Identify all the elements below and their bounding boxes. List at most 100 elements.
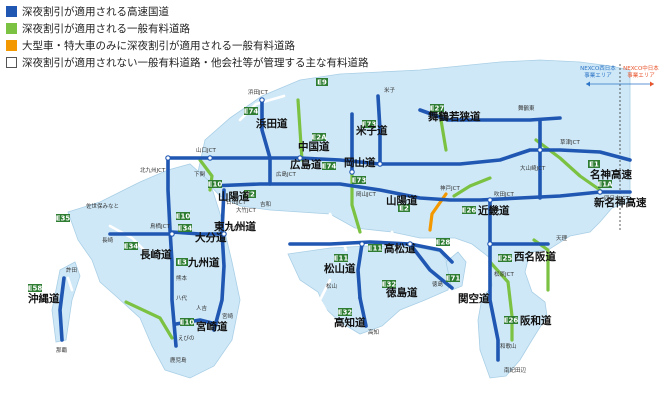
shield-e28: E28 xyxy=(436,238,450,247)
place-label: 舞鶴東 xyxy=(518,104,535,112)
legend-item-large-vehicle: 大型車・特大車のみに深夜割引が適用される一般有料道路 xyxy=(6,38,426,53)
place-label: 松原JCT xyxy=(494,270,514,278)
shield-e58: E58 xyxy=(28,284,42,293)
place-label: 宮崎 xyxy=(222,312,234,320)
shield-e27: E27 xyxy=(430,104,444,113)
place-label: 吹田JCT xyxy=(494,190,514,198)
road-kinki xyxy=(488,198,500,362)
jct-marker xyxy=(297,155,303,161)
place-label: 大竹JCT xyxy=(236,206,256,214)
shield-e2-sanyo: E2 xyxy=(244,190,256,199)
road-white-shikoku-south xyxy=(318,278,332,320)
label-matsuyama: 松山道 xyxy=(324,262,356,275)
road-yonago xyxy=(376,94,382,166)
label-higashikyushu: 東九州道 xyxy=(214,220,256,233)
road-chugoku xyxy=(168,148,632,166)
place-label: 岡山JCT xyxy=(356,190,376,198)
shield-e9: E9 xyxy=(316,78,328,87)
road-white-okinawa xyxy=(66,276,74,292)
shield-e10-north: E10 xyxy=(176,212,190,221)
shield-e1: E1 xyxy=(588,160,600,169)
shield-e71: E71 xyxy=(446,274,460,283)
jct-marker xyxy=(597,189,603,195)
road-shikoku-ew xyxy=(288,240,454,264)
place-label: 広島JCT xyxy=(276,170,296,178)
route-shields: E74 E2 E74 E2A E73 E73 E27 E34 E34 E3 E1… xyxy=(28,78,613,327)
label-kochi: 高知道 xyxy=(334,316,366,329)
jct-marker xyxy=(165,155,171,161)
place-label: 徳島 xyxy=(432,280,444,288)
place-label: 草津JCT xyxy=(560,138,580,146)
place-label: 浜田JCT xyxy=(248,88,268,96)
shield-e3: E3 xyxy=(176,258,188,267)
shield-e11: E11 xyxy=(368,244,382,253)
jct-marker xyxy=(487,197,493,203)
shield-e34-oita: E34 xyxy=(178,224,192,233)
place-label: 大分JCT xyxy=(228,224,248,232)
place-label: 長崎 xyxy=(102,236,114,244)
region-central-sub: 事業エリア xyxy=(627,71,655,79)
road-sanyo xyxy=(208,182,632,202)
jct-marker xyxy=(259,97,265,103)
land-shikoku xyxy=(287,245,453,335)
place-label: 北九州JCT xyxy=(140,166,166,174)
region-central-label: NEXCO中日本 xyxy=(623,64,659,72)
map-legend: 深夜割引が適用される高速国道 深夜割引が適用される一般有料道路 大型車・特大車の… xyxy=(6,4,426,72)
label-okinawa: 沖縄道 xyxy=(28,292,60,305)
label-hiroshima: 広島道 xyxy=(290,158,322,171)
svg-text:E26: E26 xyxy=(462,207,477,215)
legend-swatch-white xyxy=(6,57,17,68)
place-label: 下関 xyxy=(194,171,206,178)
svg-text:E2A: E2A xyxy=(311,134,327,142)
legend-label: 深夜割引が適用されない一般有料道路・他会社等が管理する主な有料道路 xyxy=(22,57,369,69)
road-kochi xyxy=(358,296,368,328)
svg-text:E32: E32 xyxy=(338,309,353,317)
svg-text:E2: E2 xyxy=(399,205,409,213)
place-label: 熊本 xyxy=(176,274,188,282)
jct-marker xyxy=(349,169,355,175)
shield-e11-matsuyama: E11 xyxy=(334,254,348,263)
road-okinawa xyxy=(58,276,66,342)
shield-e26-kinki: E26 xyxy=(462,206,477,215)
road-higashikyushu xyxy=(212,188,226,332)
label-okayama: 岡山道 xyxy=(344,156,376,169)
land-areas xyxy=(51,59,631,379)
road-matsuyama xyxy=(356,242,364,300)
road-kyushu-ns xyxy=(166,156,178,348)
svg-text:E10: E10 xyxy=(180,319,195,327)
label-kinki: 近畿道 xyxy=(478,204,510,217)
place-labels: 浜田JCT 山口JCT 北九州JCT 鳥栖JCT 大分JCT 宮崎 鹿児島 那覇… xyxy=(56,86,630,374)
svg-text:E74: E74 xyxy=(244,108,259,116)
place-label: 神戸JCT xyxy=(440,184,460,192)
label-hamada: 浜田道 xyxy=(256,117,288,130)
shield-e2-kobe: E2 xyxy=(398,204,410,213)
jct-marker xyxy=(169,231,175,237)
svg-text:E25: E25 xyxy=(498,255,513,263)
svg-text:E1: E1 xyxy=(589,161,599,169)
place-label: 那覇 xyxy=(56,346,68,354)
road-green-hyogo xyxy=(452,176,492,198)
land-kyushu xyxy=(67,163,241,379)
jct-marker xyxy=(487,241,493,247)
label-nagasaki: 長崎道 xyxy=(140,248,172,261)
shield-e74: E74 xyxy=(244,107,259,116)
jct-marker xyxy=(207,155,213,161)
svg-text:E1A: E1A xyxy=(597,181,613,189)
jct-marker xyxy=(359,241,365,247)
label-miyazaki: 宮崎道 xyxy=(196,320,228,333)
shield-e34-nagasaki: E34 xyxy=(124,242,138,251)
arrow-right-icon xyxy=(650,81,654,87)
place-label: えびの xyxy=(178,334,195,342)
place-label: 日出JCT xyxy=(226,198,246,206)
place-label: 大山崎JCT xyxy=(520,164,546,172)
arrow-left-icon xyxy=(586,81,590,87)
shield-e26: E26 xyxy=(504,316,518,325)
legend-label: 深夜割引が適用される一般有料道路 xyxy=(22,23,190,35)
place-label: 許田 xyxy=(66,266,77,274)
label-maizuru: 舞鶴若狭道 xyxy=(427,110,481,123)
shield-e35: E35 xyxy=(56,214,70,223)
svg-text:E2: E2 xyxy=(245,191,255,199)
place-label: 和歌山 xyxy=(500,342,517,350)
shield-e25: E25 xyxy=(498,254,513,263)
